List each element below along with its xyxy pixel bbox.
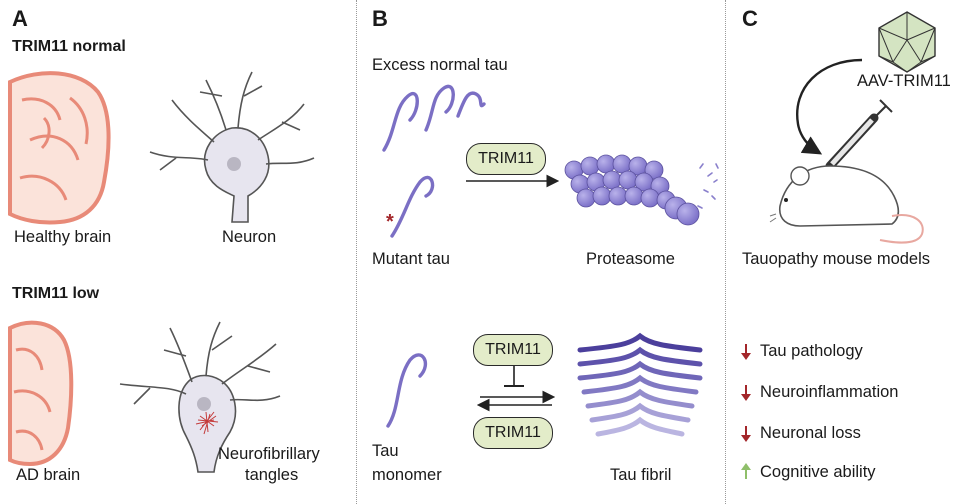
tau-label: Tau (372, 442, 399, 460)
panel-b-letter: B (372, 6, 388, 31)
tangles-label: tangles (245, 466, 299, 484)
aav-trim11-label: AAV-TRIM11 (857, 72, 951, 90)
tangle-neuron-illustration (119, 321, 281, 473)
result-neuronal-loss: Neuronal loss (760, 423, 861, 442)
ad-brain-illustration (8, 320, 74, 467)
neuron-label: Neuron (222, 228, 277, 246)
result-arrows (741, 344, 751, 479)
neuron-illustration (149, 71, 315, 223)
aav-capsid-icon (878, 11, 936, 73)
proteasome-label: Proteasome (586, 250, 675, 268)
divider-a-b (356, 0, 357, 504)
proteasome-illustration (564, 154, 719, 226)
ad-brain-label: AD brain (16, 466, 81, 484)
result-cognitive-ability: Cognitive ability (760, 462, 876, 481)
result-neuroinflammation: Neuroinflammation (760, 382, 899, 401)
tau-monomer-strand (386, 353, 427, 428)
panel-c-letter: C (742, 6, 758, 31)
tau-fibril-label: Tau fibril (610, 466, 672, 484)
mutant-tau-strand: * (386, 175, 435, 238)
mouse-illustration (769, 165, 924, 244)
divider-b-c (725, 0, 726, 504)
panel-a-letter: A (12, 6, 28, 31)
svg-text:*: * (386, 211, 394, 233)
healthy-brain-illustration (8, 71, 111, 225)
healthy-brain-label: Healthy brain (14, 228, 112, 246)
excess-tau-strands (382, 84, 486, 152)
tau-fibril-illustration (577, 332, 703, 437)
monomer-label: monomer (372, 466, 442, 484)
trim11-low-heading: TRIM11 low (12, 285, 100, 302)
neurofibrillary-label: Neurofibrillary (218, 445, 320, 463)
mutant-tau-label: Mutant tau (372, 250, 450, 268)
result-tau-pathology: Tau pathology (760, 341, 863, 360)
excess-normal-tau-label: Excess normal tau (372, 56, 508, 74)
trim11-pill-top: TRIM11 (466, 143, 546, 175)
trim11-pill-bottom: TRIM11 (473, 417, 553, 449)
tauopathy-mouse-label: Tauopathy mouse models (742, 250, 931, 268)
trim11-normal-heading: TRIM11 normal (12, 38, 126, 55)
trim11-pill-middle: TRIM11 (473, 334, 553, 366)
